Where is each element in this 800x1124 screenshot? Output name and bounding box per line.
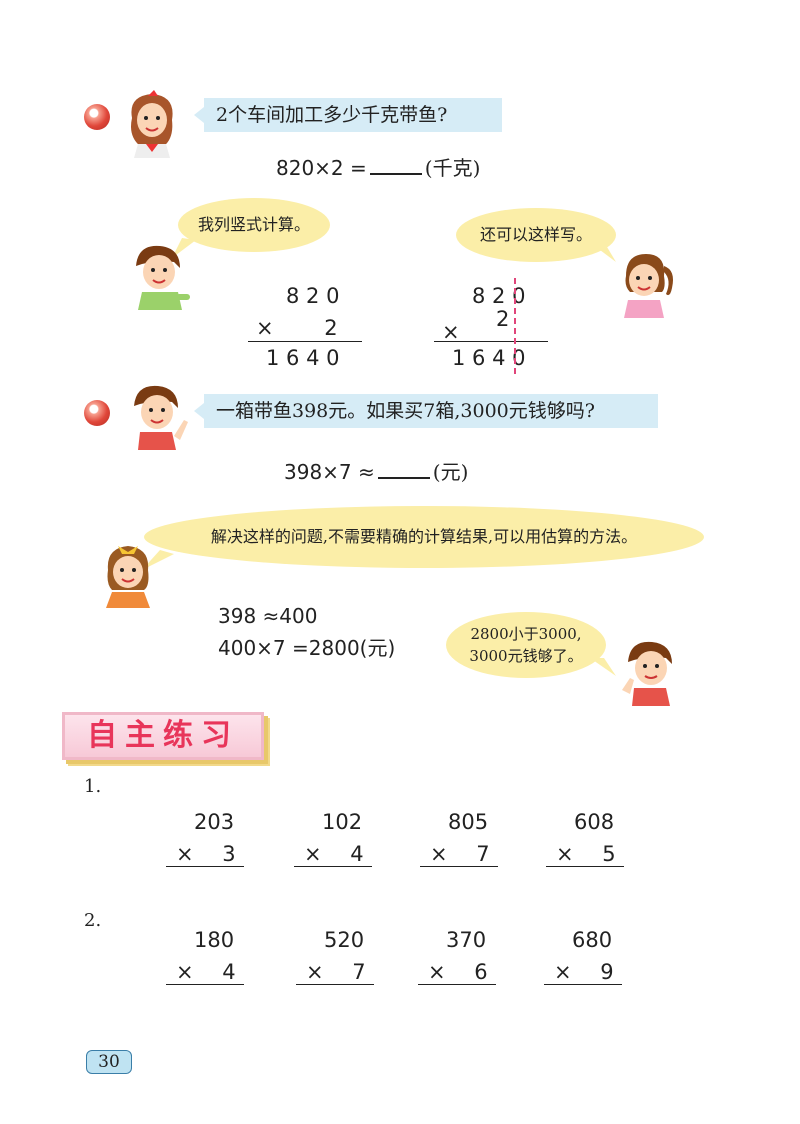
calc-a-result: 1 6 4 0	[266, 346, 340, 370]
girl-hairbow-icon	[106, 546, 150, 608]
girl-character-icon	[131, 90, 173, 158]
speech-bubble-right: 还可以这样写。	[456, 208, 616, 262]
equation-2-left: 398×7 ≈	[284, 460, 375, 484]
problem-multiplier: × 3	[176, 842, 236, 866]
problem-multiplier: × 4	[176, 960, 236, 984]
problem-underline	[294, 866, 372, 867]
answer-blank-2[interactable]	[377, 459, 430, 479]
question-banner-2: 一箱带鱼398元。如果买7箱,3000元钱够吗?	[194, 394, 658, 428]
girl-pigtails-icon	[624, 254, 673, 318]
bullet-ball-icon	[84, 400, 110, 426]
calc-b-result: 1 6 4 0	[452, 346, 526, 370]
exercise-2-label: 2.	[84, 910, 102, 931]
bubble-tail-long	[142, 550, 174, 570]
problem-underline	[166, 866, 244, 867]
calc-b-top: 8 2 0	[472, 284, 526, 308]
estimate-line-2: 400×7 =2800(元)	[218, 636, 396, 660]
problem-top-number: 520	[324, 928, 365, 952]
problem-top-number: 370	[446, 928, 487, 952]
problem-top-number: 680	[572, 928, 613, 952]
calc-a-line	[248, 341, 362, 342]
speech-bubble-small: 2800小于3000, 3000元钱够了。	[446, 612, 606, 678]
equation-1-unit: (千克)	[424, 156, 481, 180]
equation-2-unit: (元)	[432, 460, 469, 484]
boy-pointing-icon	[134, 385, 188, 450]
question-banner-1: 2个车间加工多少千克带鱼?	[194, 98, 502, 132]
estimate-line-1: 398 ≈400	[218, 604, 318, 628]
boy-character-icon	[136, 245, 190, 310]
calc-b-digit: 2	[496, 307, 510, 331]
bubble-small-line-2: 3000元钱够了。	[469, 647, 583, 665]
problem-underline	[546, 866, 624, 867]
problem-underline	[296, 984, 374, 985]
equation-1: 820×2 = (千克)	[276, 152, 480, 181]
bullet-ball-icon	[84, 104, 110, 130]
speech-bubble-long: 解决这样的问题,不需要精确的计算结果,可以用估算的方法。	[144, 506, 704, 568]
page-number: 30	[86, 1050, 132, 1074]
problem-top-number: 805	[448, 810, 489, 834]
problem-top-number: 102	[322, 810, 363, 834]
problem-multiplier: × 4	[304, 842, 364, 866]
problem-multiplier: × 5	[556, 842, 616, 866]
calc-b-line	[434, 341, 548, 342]
calc-b-sign: ×	[442, 320, 460, 344]
problem-top-number: 180	[194, 928, 235, 952]
problem-multiplier: × 7	[306, 960, 366, 984]
equation-1-left: 820×2 =	[276, 156, 367, 180]
exercise-1-label: 1.	[84, 776, 102, 797]
bubble-small-line-1: 2800小于3000,	[470, 625, 582, 643]
problem-underline	[166, 984, 244, 985]
calc-a-mult: × 2	[256, 316, 338, 340]
place-value-dashed-line	[514, 278, 516, 374]
calc-a-top: 8 2 0	[286, 284, 340, 308]
problem-top-number: 608	[574, 810, 615, 834]
problem-multiplier: × 7	[430, 842, 490, 866]
problem-underline	[544, 984, 622, 985]
practice-title-badge: 自主练习	[62, 712, 264, 760]
answer-blank-1[interactable]	[369, 155, 422, 175]
bubble-tail-left	[172, 238, 196, 258]
bubble-tail-right	[592, 242, 616, 262]
equation-2: 398×7 ≈ (元)	[284, 456, 468, 485]
problem-underline	[420, 866, 498, 867]
bubble-tail-small	[590, 658, 616, 676]
problem-top-number: 203	[194, 810, 235, 834]
problem-multiplier: × 9	[554, 960, 614, 984]
speech-bubble-left: 我列竖式计算。	[178, 198, 330, 252]
problem-underline	[418, 984, 496, 985]
boy-thinking-icon	[622, 641, 672, 706]
problem-multiplier: × 6	[428, 960, 488, 984]
